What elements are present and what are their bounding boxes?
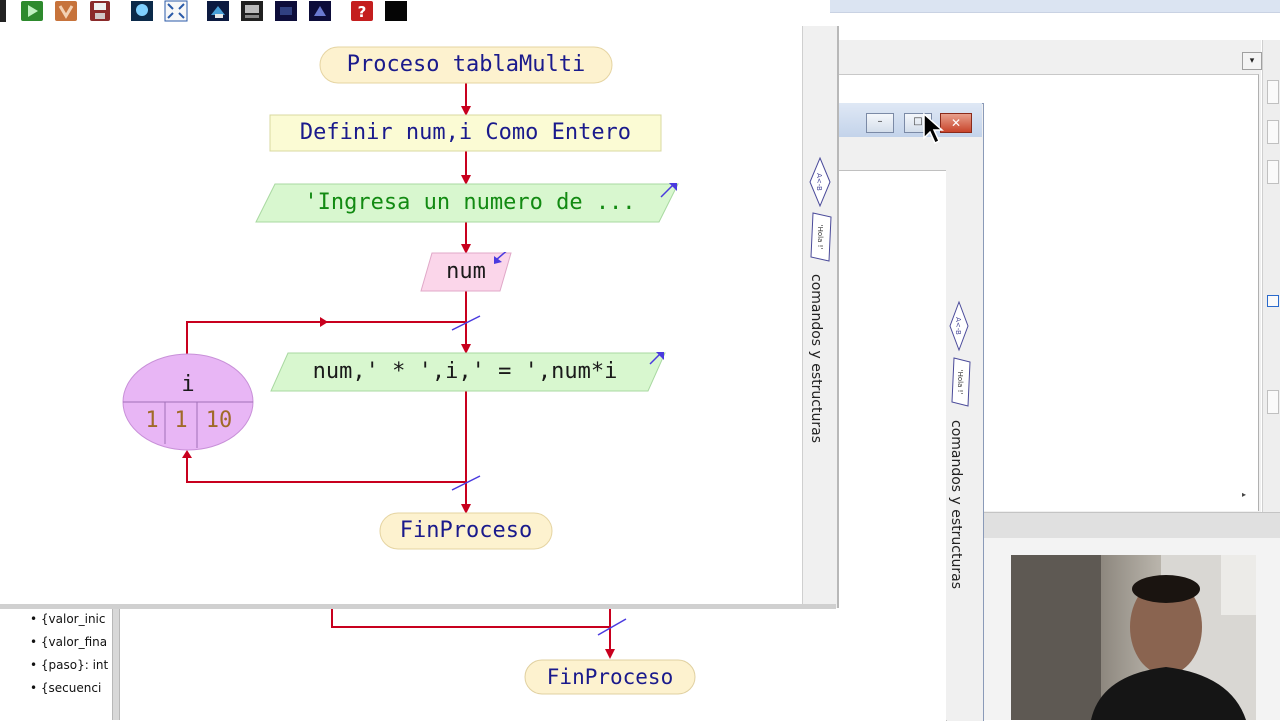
step-icon[interactable] <box>54 0 78 22</box>
output-command-icon[interactable]: 'Hola !' <box>950 356 972 412</box>
bullet-item: • {secuenci <box>30 681 102 695</box>
define-label: Definir num,i Como Entero <box>299 120 632 145</box>
print-icon[interactable] <box>274 0 298 22</box>
side-panel-label: comandos y estructuras <box>808 274 824 443</box>
output-line-node[interactable]: num,' * ',i,' = ',num*i <box>270 352 666 392</box>
diagram-icon[interactable] <box>206 0 230 22</box>
for-loop-node[interactable]: i 1 1 10 <box>121 352 255 452</box>
toolbar: ? <box>0 0 830 26</box>
title-strip <box>830 0 1280 13</box>
side-panel-label-secondary: comandos y estructuras <box>948 420 964 589</box>
process-start-label: Proceso tablaMulti <box>346 52 586 77</box>
save-icon[interactable] <box>88 0 112 22</box>
process-start-node[interactable]: Proceso tablaMulti <box>319 46 613 84</box>
define-node[interactable]: Definir num,i Como Entero <box>269 114 662 152</box>
strip-button[interactable] <box>1267 160 1279 184</box>
output-prompt-label: 'Ingresa un numero de ... <box>304 190 636 215</box>
toolbar-edge <box>0 0 6 22</box>
zoom-icon[interactable] <box>130 0 154 22</box>
bullet-item: • {valor_fina <box>30 635 108 649</box>
minimize-button[interactable]: – <box>866 113 894 133</box>
svg-text:A<-B: A<-B <box>954 317 962 335</box>
strip-button[interactable] <box>1267 80 1279 104</box>
cursor-icon <box>922 112 952 150</box>
syntax-bullet-list: • {valor_inic • {valor_fina • {paso}: in… <box>30 610 114 720</box>
assign-command-icon[interactable]: A<-B <box>808 156 832 212</box>
close-button[interactable]: ✕ <box>940 113 972 133</box>
output-line-label: num,' * ',i,' = ',num*i <box>312 359 618 384</box>
input-node[interactable]: num <box>420 252 512 292</box>
dark-icon[interactable] <box>384 0 408 22</box>
loop-end-value: 10 <box>205 408 233 433</box>
export-icon[interactable] <box>240 0 264 22</box>
background-status-strip <box>980 512 1280 539</box>
secondary-side-panel <box>946 170 980 720</box>
lower-end-node: FinProceso <box>524 659 696 695</box>
commands-side-panel: A<-B 'Hola !' comandos y estructuras <box>802 26 839 608</box>
strip-button[interactable] <box>1267 120 1279 144</box>
dropdown-arrow-icon[interactable]: ▾ <box>1242 52 1262 70</box>
input-label: num <box>446 259 486 284</box>
panel-splitter[interactable] <box>112 605 120 720</box>
lower-end-label: FinProceso <box>546 665 674 689</box>
svg-text:?: ? <box>358 3 367 21</box>
window-shadow <box>0 604 836 609</box>
process-end-node[interactable]: FinProceso <box>379 512 553 550</box>
strip-checkbox[interactable] <box>1267 295 1279 307</box>
assign-command-icon[interactable]: A<-B <box>948 300 970 356</box>
loop-step-value: 1 <box>174 408 188 433</box>
flowchart-canvas: Proceso tablaMulti Definir num,i Como En… <box>0 26 803 604</box>
output-prompt-node[interactable]: 'Ingresa un numero de ... <box>255 183 679 223</box>
bullet-item: • {paso}: int <box>30 658 109 672</box>
loop-start-value: 1 <box>145 408 159 433</box>
scroll-right-icon[interactable]: ▸ <box>1242 490 1247 499</box>
loop-variable: i <box>181 372 195 397</box>
run-icon[interactable] <box>20 0 44 22</box>
svg-text:'Hola !': 'Hola !' <box>816 225 824 250</box>
svg-text:'Hola !': 'Hola !' <box>956 370 964 395</box>
config-icon[interactable] <box>308 0 332 22</box>
right-toolbar-strip <box>1262 40 1280 520</box>
flowchart-connectors <box>182 82 481 514</box>
lower-background-flowchart: FinProceso <box>0 605 946 720</box>
help-icon[interactable]: ? <box>350 0 374 22</box>
process-end-label: FinProceso <box>399 518 533 543</box>
strip-button[interactable] <box>1267 390 1279 414</box>
expand-icon[interactable] <box>164 0 188 22</box>
bullet-item: • {valor_inic <box>30 612 106 626</box>
svg-text:A<-B: A<-B <box>815 173 823 191</box>
webcam-video <box>1011 555 1256 720</box>
output-command-icon[interactable]: 'Hola !' <box>809 211 833 267</box>
